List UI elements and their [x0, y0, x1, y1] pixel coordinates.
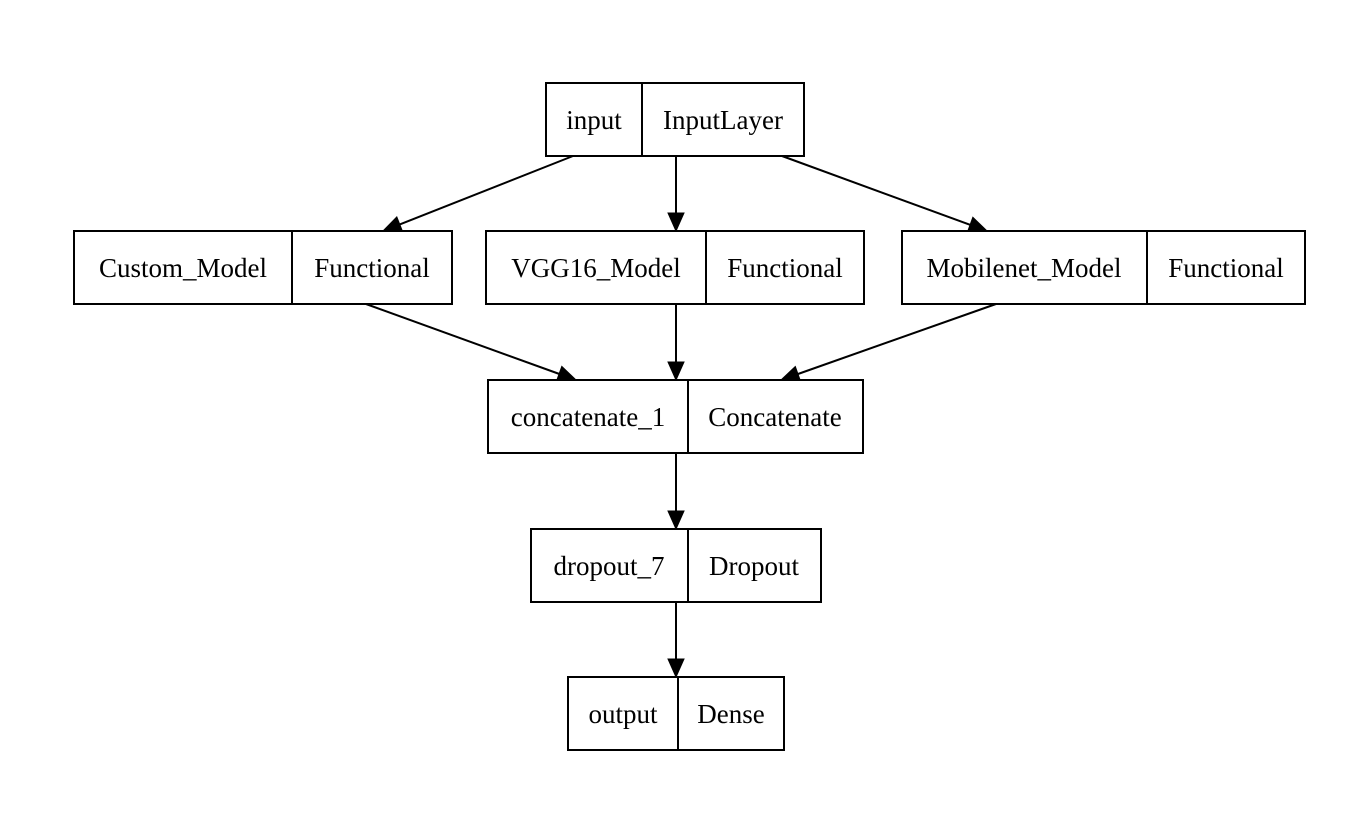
node-vgg16-model: VGG16_Model Functional: [485, 230, 865, 305]
edge-line: [399, 155, 574, 226]
node-mobilenet-model-type: Functional: [1168, 253, 1284, 283]
node-dropout: dropout_7 Dropout: [530, 528, 822, 603]
node-concatenate-type: Concatenate: [708, 402, 841, 432]
edge-concatenate_1-to-dropout_7: [667, 453, 685, 531]
node-vgg16-model-name: VGG16_Model: [511, 253, 681, 283]
edge-dropout_7-to-output: [667, 602, 685, 679]
node-concatenate: concatenate_1 Concatenate: [487, 379, 864, 454]
node-input-name: input: [566, 105, 622, 135]
node-input-type: InputLayer: [663, 105, 783, 135]
arrow-head-icon: [667, 510, 685, 531]
node-custom-model-type: Functional: [314, 253, 430, 283]
node-dropout-type: Dropout: [709, 551, 799, 581]
node-output-box: [567, 676, 785, 751]
node-mobilenet-model-name: Mobilenet_Model: [927, 253, 1122, 283]
edge-line: [781, 155, 971, 226]
node-custom-model-box: [73, 230, 453, 305]
node-output-type: Dense: [697, 699, 764, 729]
edge-input-to-vgg16_model: [667, 156, 685, 233]
arrow-head-icon: [667, 361, 685, 382]
arrow-head-icon: [667, 212, 685, 233]
edge-line: [365, 303, 560, 375]
arrow-head-icon: [667, 658, 685, 679]
node-output-name: output: [588, 699, 658, 729]
node-vgg16-model-box: [485, 230, 865, 305]
edge-mobilenet_model-to-concatenate_1: [779, 303, 997, 383]
edges-layer: [365, 155, 997, 679]
edge-input-to-mobilenet_model: [781, 155, 989, 233]
edge-input-to-custom_model: [381, 155, 574, 233]
edge-line: [797, 303, 997, 375]
node-dropout-box: [530, 528, 822, 603]
node-input: input InputLayer: [545, 82, 805, 157]
node-mobilenet-model-box: [901, 230, 1306, 305]
node-concatenate-box: [487, 379, 864, 454]
edge-vgg16_model-to-concatenate_1: [667, 304, 685, 382]
node-custom-model: Custom_Model Functional: [73, 230, 453, 305]
node-mobilenet-model: Mobilenet_Model Functional: [901, 230, 1306, 305]
node-dropout-name: dropout_7: [554, 551, 665, 581]
edge-custom_model-to-concatenate_1: [365, 303, 578, 382]
node-output: output Dense: [567, 676, 785, 751]
arrow-head-icon: [381, 216, 404, 233]
node-custom-model-name: Custom_Model: [99, 253, 267, 283]
node-input-box: [545, 82, 805, 157]
node-concatenate-name: concatenate_1: [511, 402, 665, 432]
node-vgg16-model-type: Functional: [727, 253, 843, 283]
